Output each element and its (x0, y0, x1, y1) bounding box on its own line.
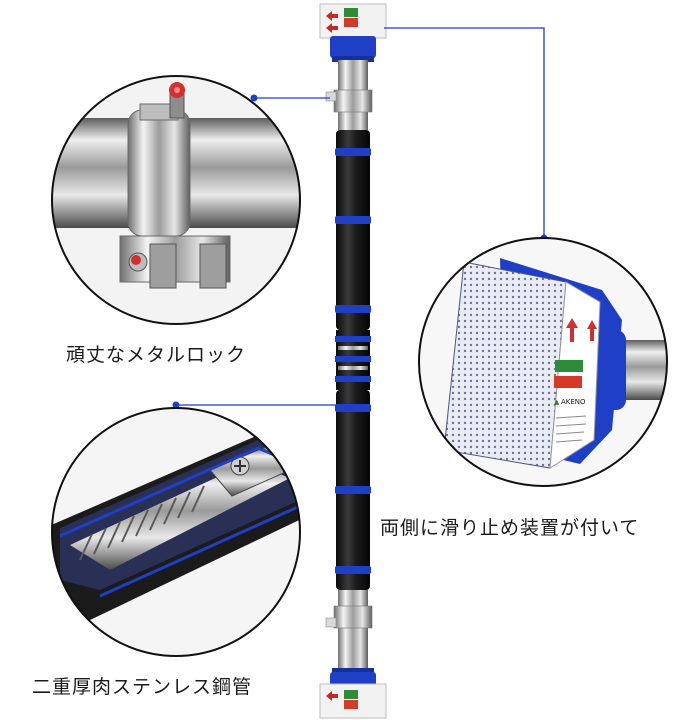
top-end-cap (319, 3, 387, 62)
callout-dot (172, 401, 180, 409)
caption-steel-tube: 二重厚肉ステンレス鋼管 (32, 676, 253, 698)
svg-text:▲: ▲ (554, 398, 560, 406)
bottom-end-cap (319, 668, 387, 719)
callout-lines (176, 27, 545, 406)
brand-label: AKENO (561, 398, 586, 406)
metal-lock-closeup (52, 76, 300, 324)
callout-dot (250, 94, 258, 102)
caption-metal-lock: 頑丈なメタルロック (66, 344, 247, 366)
anti-slip-cap-closeup: ▲ AKENO (419, 238, 667, 486)
steel-tube-closeup (52, 408, 300, 656)
pull-up-bar (319, 3, 387, 719)
caption-anti-slip: 両側に滑り止め装置が付いて (380, 517, 640, 539)
